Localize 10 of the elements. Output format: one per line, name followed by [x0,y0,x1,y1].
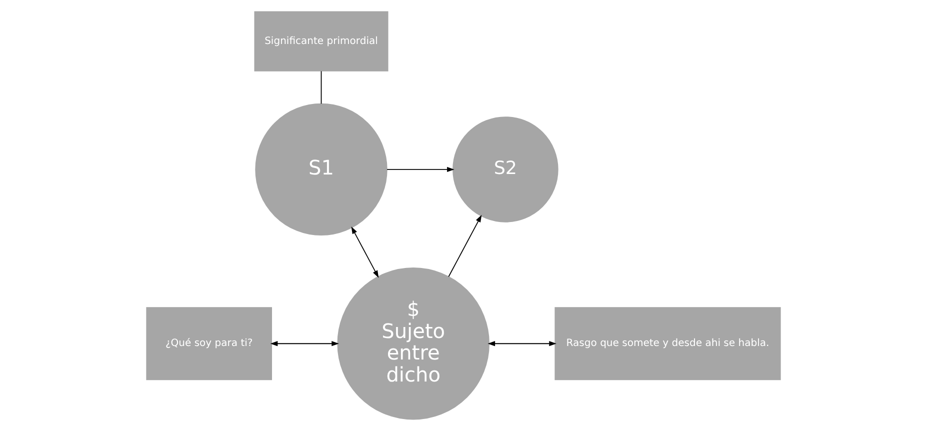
node-box: Rasgo que somete y desde ahi se habla. [554,307,780,380]
node-box: Significante primordial [254,11,388,72]
arrow [386,166,454,172]
arrow [270,341,338,346]
arrow [448,214,482,278]
arrow [350,226,378,278]
arrow [487,341,556,346]
node-circle: $ Sujeto entre dicho [336,267,489,420]
node-box: ¿Qué soy para ti? [146,307,272,380]
connector [320,70,322,104]
